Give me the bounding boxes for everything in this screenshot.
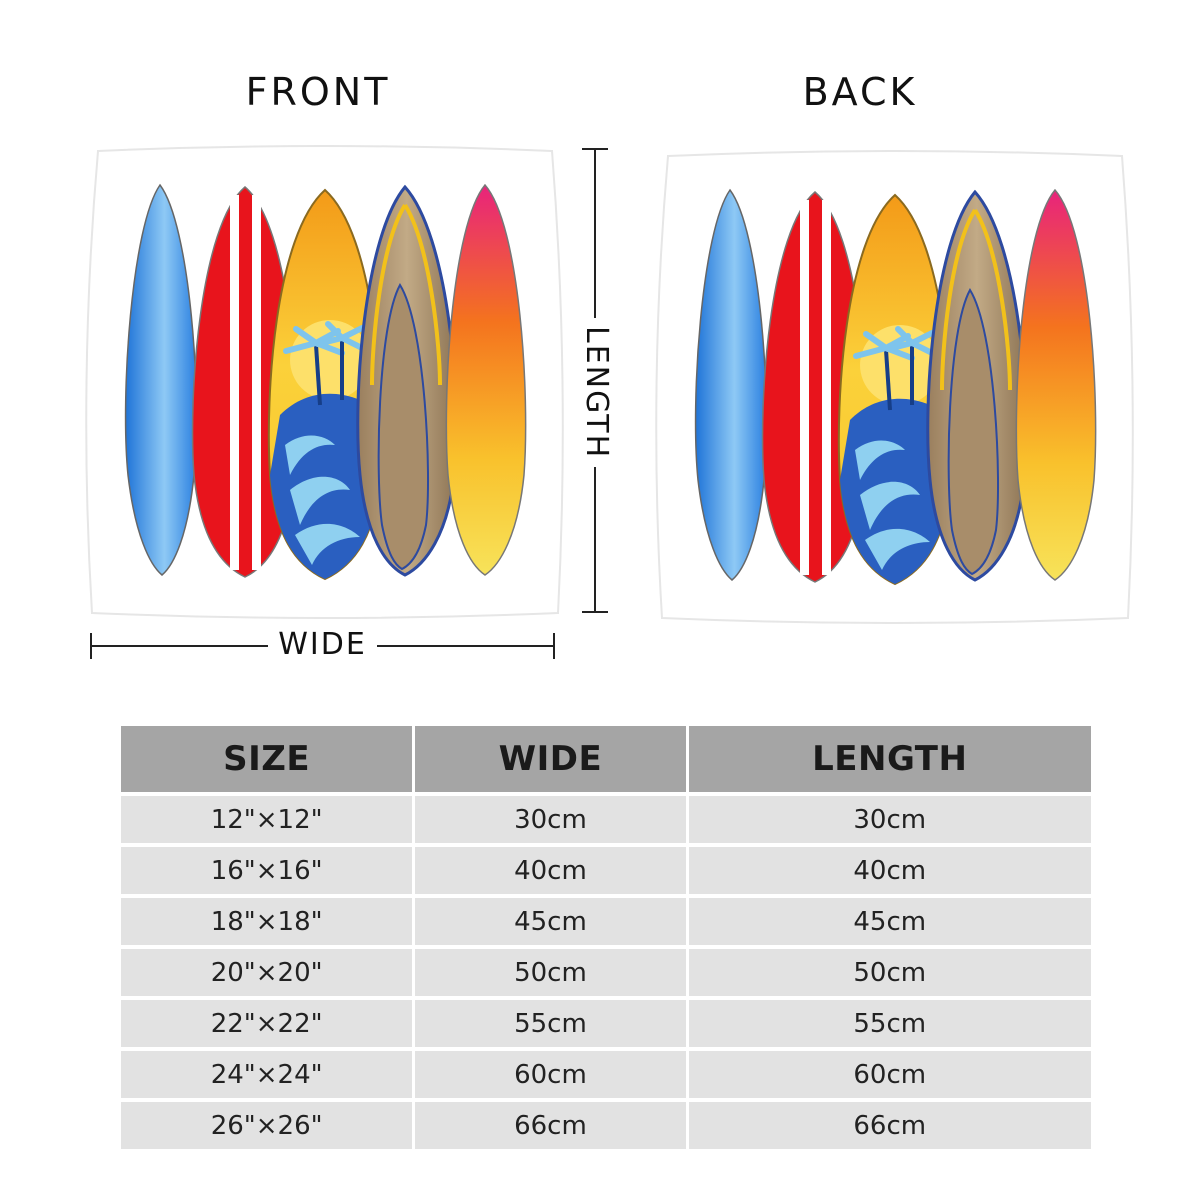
- header-length: LENGTH: [688, 726, 1091, 792]
- table-row: 26"×26" 66cm 66cm: [121, 1102, 1091, 1149]
- cell-length: 40cm: [688, 847, 1091, 894]
- cell-length: 66cm: [688, 1102, 1091, 1149]
- length-label: LENGTH: [579, 318, 614, 468]
- cell-size: 16"×16": [121, 847, 413, 894]
- cell-length: 30cm: [688, 796, 1091, 843]
- cell-size: 20"×20": [121, 949, 413, 996]
- cell-size: 26"×26": [121, 1102, 413, 1149]
- cell-wide: 60cm: [415, 1051, 686, 1098]
- cell-wide: 55cm: [415, 1000, 686, 1047]
- back-pillow-image: [650, 150, 1140, 625]
- cell-size: 24"×24": [121, 1051, 413, 1098]
- table-row: 24"×24" 60cm 60cm: [121, 1051, 1091, 1098]
- cell-size: 18"×18": [121, 898, 413, 945]
- header-wide: WIDE: [415, 726, 686, 792]
- table-row: 12"×12" 30cm 30cm: [121, 796, 1091, 843]
- table-row: 22"×22" 55cm 55cm: [121, 1000, 1091, 1047]
- wide-label: WIDE: [268, 627, 377, 662]
- cell-size: 22"×22": [121, 1000, 413, 1047]
- size-table: SIZE WIDE LENGTH 12"×12" 30cm 30cm 16"×1…: [118, 722, 1094, 1153]
- front-label: FRONT: [245, 70, 391, 114]
- length-dimension: LENGTH: [575, 148, 615, 613]
- wide-dimension: WIDE: [90, 625, 555, 665]
- front-pillow-image: [80, 145, 570, 620]
- cell-length: 45cm: [688, 898, 1091, 945]
- back-label: BACK: [802, 70, 918, 114]
- cell-size: 12"×12": [121, 796, 413, 843]
- cell-wide: 66cm: [415, 1102, 686, 1149]
- cell-wide: 45cm: [415, 898, 686, 945]
- table-row: 20"×20" 50cm 50cm: [121, 949, 1091, 996]
- table-header-row: SIZE WIDE LENGTH: [121, 726, 1091, 792]
- cell-wide: 30cm: [415, 796, 686, 843]
- header-size: SIZE: [121, 726, 413, 792]
- cell-length: 60cm: [688, 1051, 1091, 1098]
- cell-wide: 50cm: [415, 949, 686, 996]
- cell-wide: 40cm: [415, 847, 686, 894]
- cell-length: 55cm: [688, 1000, 1091, 1047]
- table-row: 18"×18" 45cm 45cm: [121, 898, 1091, 945]
- cell-length: 50cm: [688, 949, 1091, 996]
- table-row: 16"×16" 40cm 40cm: [121, 847, 1091, 894]
